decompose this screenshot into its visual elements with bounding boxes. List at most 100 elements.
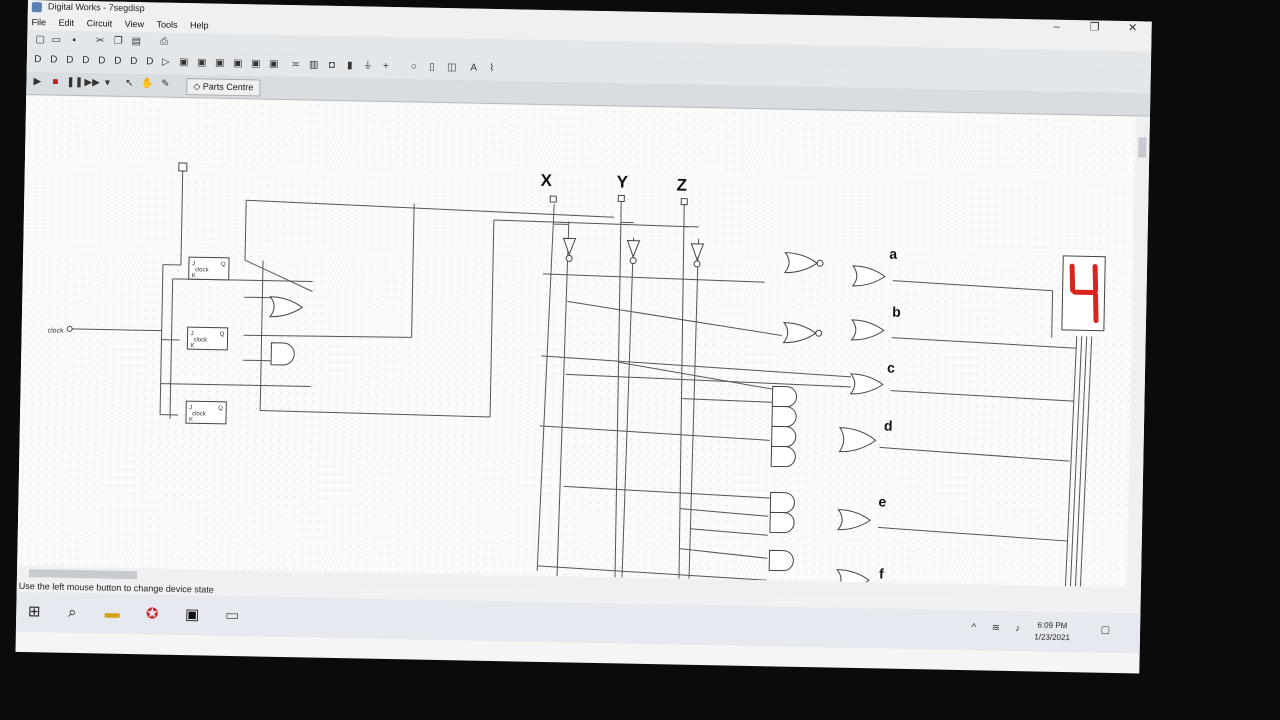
tristate-icon[interactable]: D xyxy=(146,56,154,68)
nand-gate-icon[interactable]: D xyxy=(50,54,58,66)
output-label-c: c xyxy=(887,360,895,376)
jk-flipflop-3[interactable]: J clock K Q xyxy=(185,400,227,425)
input-switch-z[interactable] xyxy=(680,198,688,206)
pause-icon[interactable]: ❚❚ xyxy=(66,76,84,89)
file-explorer-icon[interactable]: ▬ xyxy=(104,604,120,622)
not-gate-y[interactable] xyxy=(626,240,641,259)
input-label-y: Y xyxy=(616,172,628,191)
blank-icon[interactable]: ▯ xyxy=(428,61,435,73)
paste-icon[interactable]: ▤ xyxy=(131,35,142,48)
input-switch-y[interactable] xyxy=(617,194,625,202)
or-gate[interactable] xyxy=(268,296,304,318)
bulb-icon[interactable]: ▮ xyxy=(346,60,353,72)
maximize-button[interactable]: ❐ xyxy=(1089,21,1100,34)
menu-edit[interactable]: Edit xyxy=(58,17,75,28)
digit-segments xyxy=(1069,263,1099,324)
clock-input[interactable] xyxy=(66,325,73,332)
game-icon[interactable]: ✪ xyxy=(145,605,159,623)
not-gate-z[interactable] xyxy=(690,243,705,262)
seven-segment-display: 4 xyxy=(1061,255,1116,332)
svg-text:Q: Q xyxy=(218,406,223,412)
or-gate-icon[interactable]: D xyxy=(66,54,74,66)
input-label-z: Z xyxy=(676,175,687,194)
register-icon[interactable]: ▣ xyxy=(196,57,207,69)
switch-icon[interactable]: ≍ xyxy=(291,59,301,71)
horizontal-scroll-thumb[interactable] xyxy=(28,569,138,580)
svg-text:K: K xyxy=(192,273,196,279)
taskbar-clock[interactable]: 6:09 PM 1/23/2021 xyxy=(1034,619,1070,644)
buffer-icon[interactable]: D xyxy=(130,55,138,68)
copy-icon[interactable]: ❐ xyxy=(113,35,123,47)
and-gate-icon[interactable]: D xyxy=(34,54,42,66)
pointer-tool-icon[interactable]: ↖ xyxy=(125,77,134,90)
flipflop-icon[interactable]: ▣ xyxy=(178,56,189,69)
svg-text:clock: clock xyxy=(192,411,207,417)
circuit-canvas[interactable]: clock J clock K Q J clock K Q J cloc xyxy=(17,95,1136,607)
mux-icon[interactable]: ▣ xyxy=(250,58,261,70)
input-switch-x[interactable] xyxy=(549,195,557,203)
menu-help[interactable]: Help xyxy=(189,20,209,31)
stop-icon[interactable]: ■ xyxy=(52,76,59,88)
macro-icon[interactable]: ▣ xyxy=(268,58,279,70)
output-label-e: e xyxy=(878,493,886,509)
volume-icon[interactable]: ♪ xyxy=(1015,623,1021,635)
jk-flipflop-1[interactable]: J clock K Q xyxy=(188,256,230,281)
close-button[interactable]: ✕ xyxy=(1127,22,1138,35)
pen-tool-icon[interactable]: ✎ xyxy=(161,78,170,90)
input-label-x: X xyxy=(540,171,552,190)
step-icon[interactable]: ▶▶ xyxy=(84,77,100,89)
parts-centre-button[interactable]: ◇ Parts Centre xyxy=(186,78,261,97)
clock-label: clock xyxy=(48,327,65,334)
menu-tools[interactable]: Tools xyxy=(156,19,178,30)
search-icon[interactable]: ⌕ xyxy=(67,603,77,622)
hand-tool-icon[interactable]: ✋ xyxy=(141,78,154,90)
vertical-scroll-thumb[interactable] xyxy=(1138,137,1147,158)
wifi-icon[interactable]: ≋ xyxy=(991,622,1001,634)
ground-icon[interactable]: ⏚ xyxy=(362,60,373,72)
output-label-d: d xyxy=(884,418,893,434)
clock-time: 6:09 PM xyxy=(1037,620,1068,631)
and-gate[interactable] xyxy=(270,342,295,366)
keypad-icon[interactable]: ▥ xyxy=(308,59,319,71)
svg-text:Q: Q xyxy=(221,262,226,268)
xor-gate-icon[interactable]: D xyxy=(98,55,106,67)
application-window: Digital Works - 7segdisp – ❐ ✕ File Edit… xyxy=(15,0,1152,674)
run-icon[interactable]: ▶ xyxy=(33,76,42,88)
chip-icon[interactable]: ▭ xyxy=(224,606,240,625)
display-icon[interactable]: ◫ xyxy=(446,62,457,74)
notification-icon[interactable]: ▢ xyxy=(1100,624,1111,636)
svg-text:clock: clock xyxy=(193,337,208,343)
chevron-up-icon[interactable]: ^ xyxy=(971,622,977,634)
menu-view[interactable]: View xyxy=(124,18,145,30)
memory-icon[interactable]: ▣ xyxy=(232,57,243,70)
reset-switch[interactable] xyxy=(178,162,188,172)
power-icon[interactable]: + xyxy=(382,60,389,72)
parts-centre-label: Parts Centre xyxy=(202,81,254,93)
new-file-icon[interactable]: ▢ xyxy=(35,34,46,46)
cut-icon[interactable]: ✂ xyxy=(95,35,105,47)
counter-icon[interactable]: ▣ xyxy=(214,57,225,69)
display-value: 4 xyxy=(1115,276,1116,278)
menu-file[interactable]: File xyxy=(31,17,47,28)
terminal-icon[interactable]: ▣ xyxy=(184,606,200,624)
output-label-a: a xyxy=(889,246,897,262)
svg-text:J: J xyxy=(189,405,192,411)
jk-flipflop-2[interactable]: J clock K Q xyxy=(186,326,229,351)
led-icon[interactable]: ◘ xyxy=(328,59,335,71)
nor-gate-icon[interactable]: D xyxy=(82,55,90,67)
not-gate-x[interactable] xyxy=(562,237,577,256)
text-tool-icon[interactable]: A xyxy=(470,62,478,74)
not-gate-icon[interactable]: ▷ xyxy=(161,56,170,68)
windows-start-icon[interactable]: ⊞ xyxy=(27,603,41,621)
xnor-gate-icon[interactable]: D xyxy=(114,55,122,67)
save-icon[interactable]: ▪ xyxy=(72,34,77,46)
print-icon[interactable]: ⎙ xyxy=(160,36,169,48)
node-icon[interactable]: ○ xyxy=(410,61,417,73)
svg-text:K: K xyxy=(189,417,193,423)
menu-circuit[interactable]: Circuit xyxy=(86,18,113,29)
wire-tool-icon[interactable]: ⌇ xyxy=(489,62,495,74)
minimize-button[interactable]: – xyxy=(1053,20,1060,33)
svg-text:K: K xyxy=(190,343,194,349)
open-folder-icon[interactable]: ▭ xyxy=(51,34,62,46)
speed-dropdown-icon[interactable]: ▾ xyxy=(104,77,111,89)
